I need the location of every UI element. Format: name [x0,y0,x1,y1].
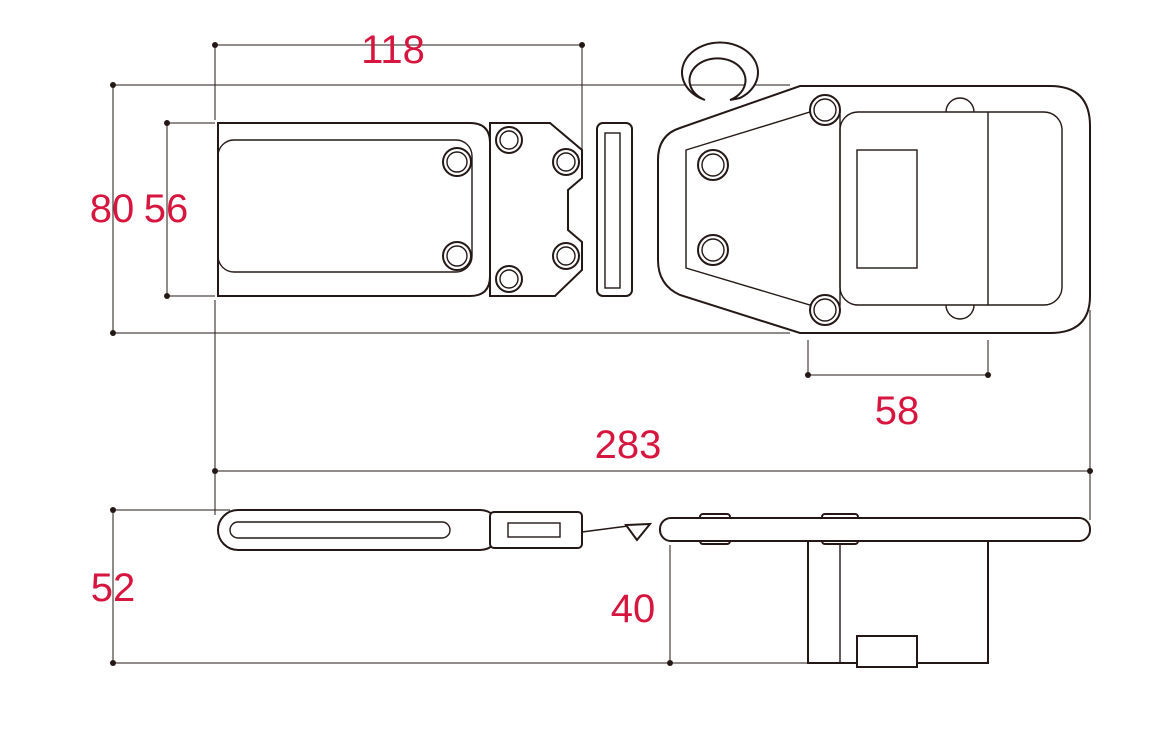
top-view [217,41,1091,334]
dimension-label-52: 52 [91,566,136,610]
dimension-label-56: 56 [144,187,189,231]
dimension-lines [110,42,1093,666]
side-view [217,509,1091,668]
dimension-label-80: 80 [90,187,135,231]
rivet-icons [442,94,841,326]
dimension-label-118: 118 [361,28,425,72]
dimension-label-58: 58 [875,389,920,433]
dimension-label-40: 40 [611,587,656,631]
dimension-label-283: 283 [595,423,662,467]
